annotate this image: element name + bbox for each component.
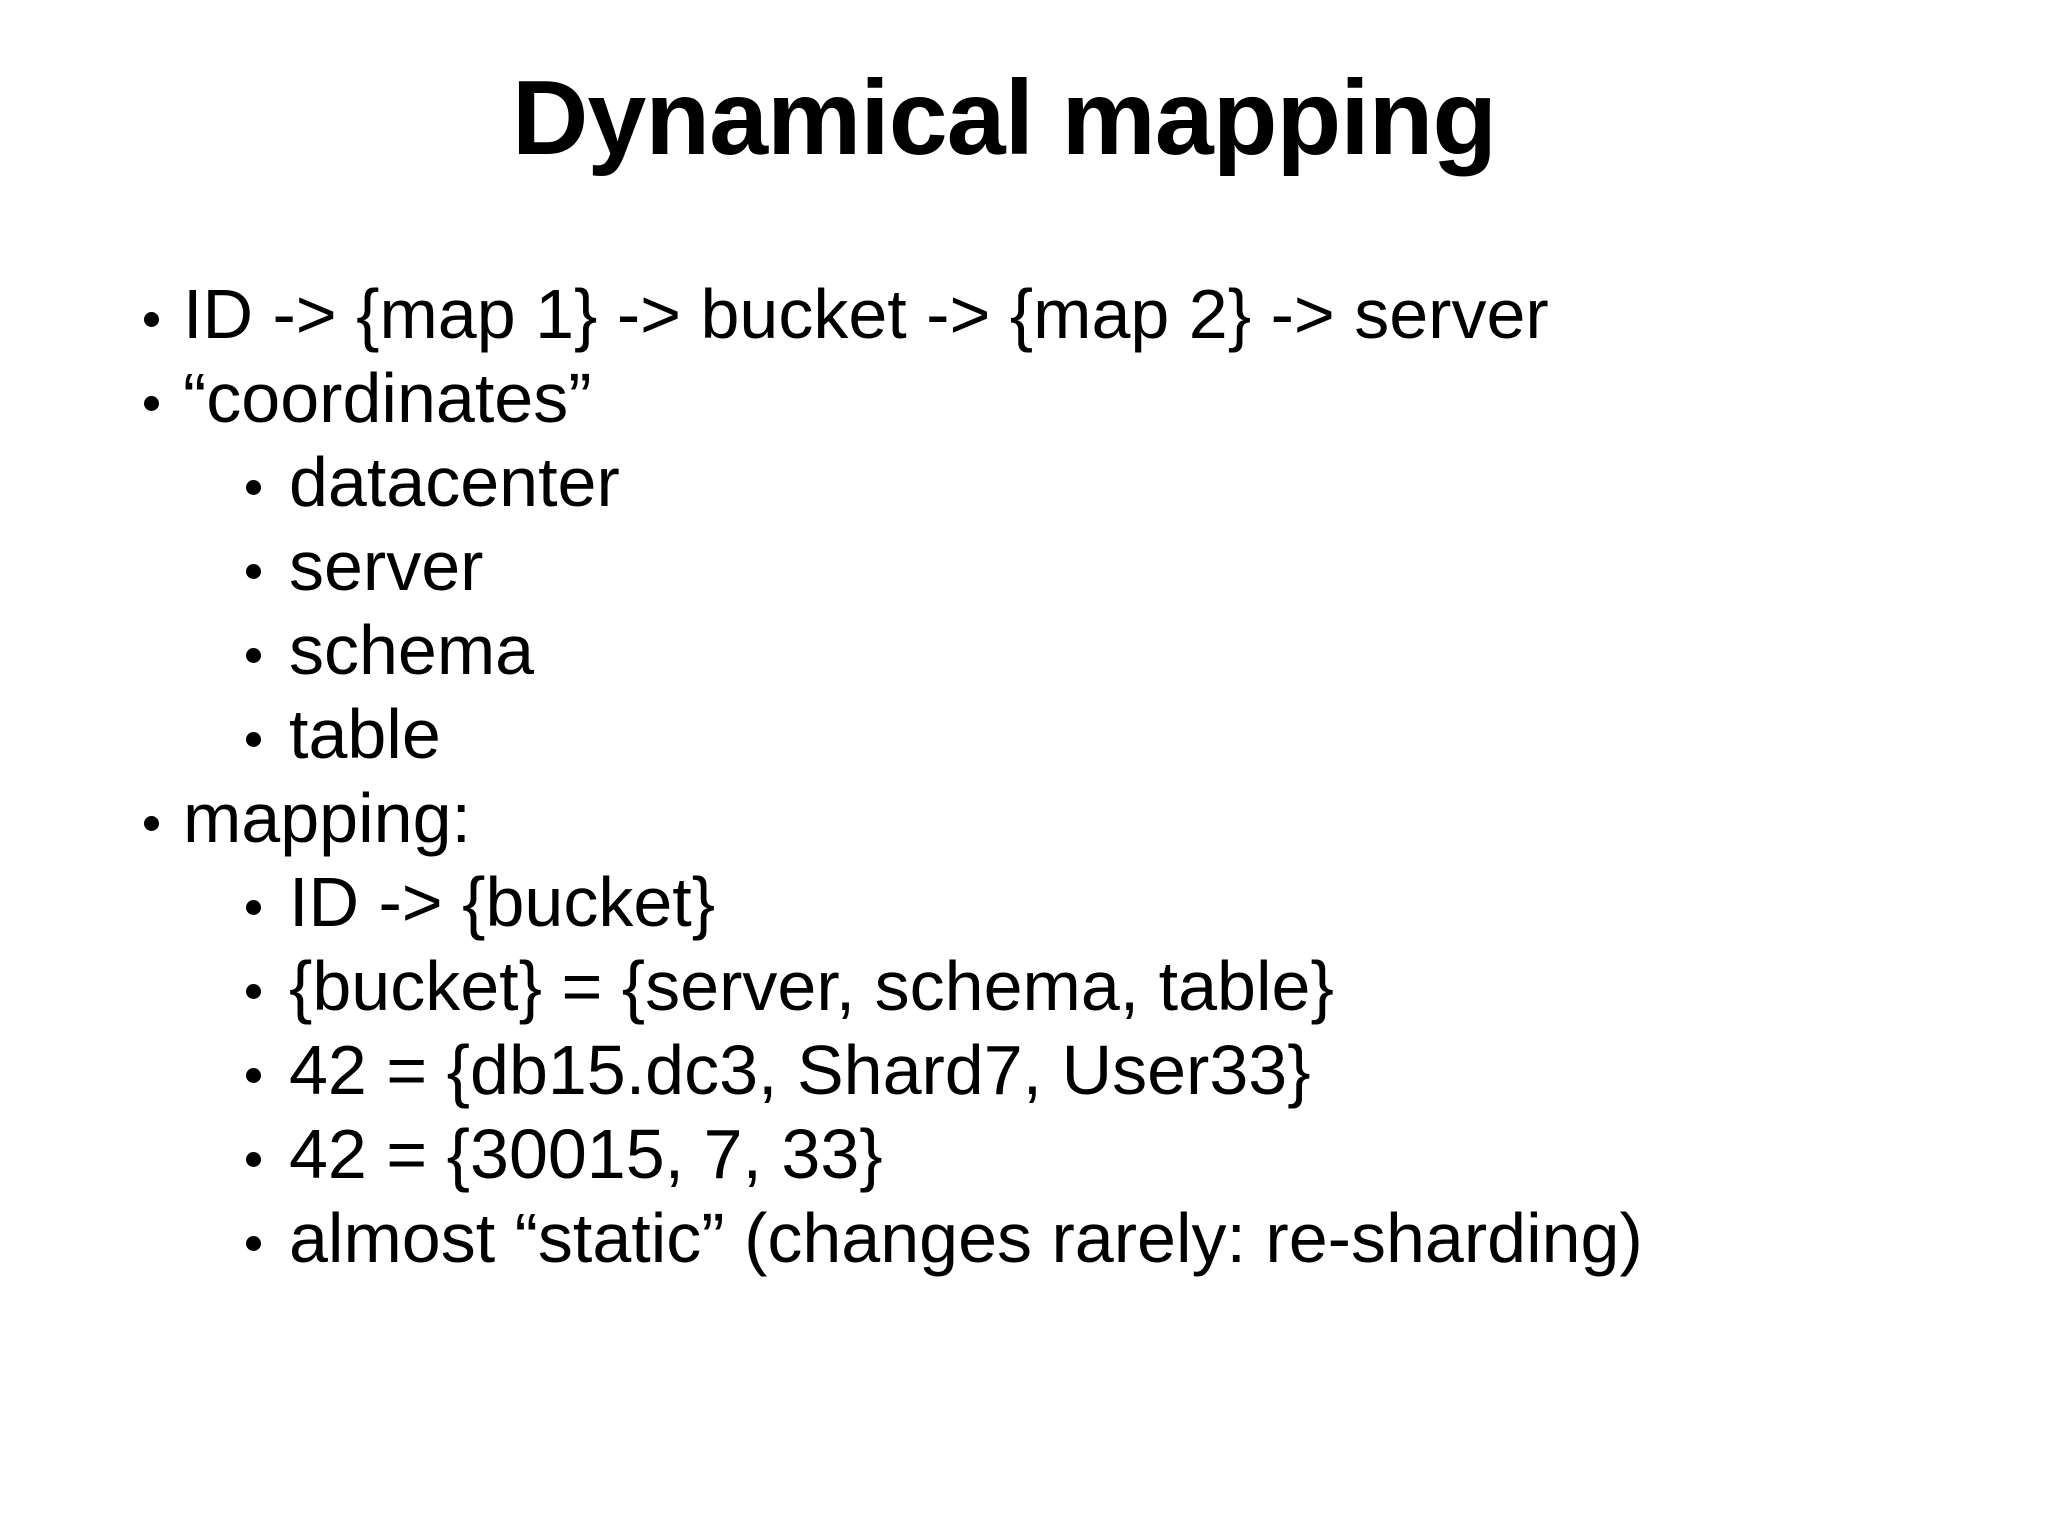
bullet-item: 42 = {30015, 7, 33} xyxy=(0,1112,2048,1196)
bullet-item: server xyxy=(0,524,2048,608)
bullet-list: ID -> {map 1} -> bucket -> {map 2} -> se… xyxy=(0,272,2048,1280)
bullet-item: “coordinates” xyxy=(0,356,2048,440)
bullet-icon xyxy=(144,816,159,831)
bullet-text: {bucket} = {server, schema, table} xyxy=(289,947,1334,1025)
bullet-text: datacenter xyxy=(289,443,620,521)
bullet-icon xyxy=(246,732,261,747)
bullet-icon xyxy=(144,312,159,327)
bullet-icon xyxy=(246,564,261,579)
bullet-text: schema xyxy=(289,611,535,689)
bullet-icon xyxy=(246,1152,261,1167)
bullet-item: schema xyxy=(0,608,2048,692)
bullet-text: 42 = {30015, 7, 33} xyxy=(289,1115,883,1193)
bullet-item: datacenter xyxy=(0,440,2048,524)
bullet-text: ID -> {map 1} -> bucket -> {map 2} -> se… xyxy=(183,275,1549,353)
bullet-icon xyxy=(246,1236,261,1251)
bullet-icon xyxy=(246,480,261,495)
bullet-text: table xyxy=(289,695,441,773)
bullet-text: 42 = {db15.dc3, Shard7, User33} xyxy=(289,1031,1311,1109)
bullet-item: ID -> {bucket} xyxy=(0,860,2048,944)
bullet-item: 42 = {db15.dc3, Shard7, User33} xyxy=(0,1028,2048,1112)
bullet-icon xyxy=(246,1068,261,1083)
bullet-icon xyxy=(246,984,261,999)
bullet-item: table xyxy=(0,692,2048,776)
bullet-text: server xyxy=(289,527,484,605)
bullet-icon xyxy=(246,648,261,663)
slide-title: Dynamical mapping xyxy=(511,59,1497,177)
bullet-text: almost “static” (changes rarely: re-shar… xyxy=(289,1199,1643,1277)
bullet-item: {bucket} = {server, schema, table} xyxy=(0,944,2048,1028)
bullet-icon xyxy=(144,396,159,411)
bullet-item: mapping: xyxy=(0,776,2048,860)
bullet-text: mapping: xyxy=(183,779,471,857)
bullet-text: ID -> {bucket} xyxy=(289,863,716,941)
bullet-icon xyxy=(246,900,261,915)
bullet-item: almost “static” (changes rarely: re-shar… xyxy=(0,1196,2048,1280)
bullet-item: ID -> {map 1} -> bucket -> {map 2} -> se… xyxy=(0,272,2048,356)
bullet-text: “coordinates” xyxy=(183,359,592,437)
